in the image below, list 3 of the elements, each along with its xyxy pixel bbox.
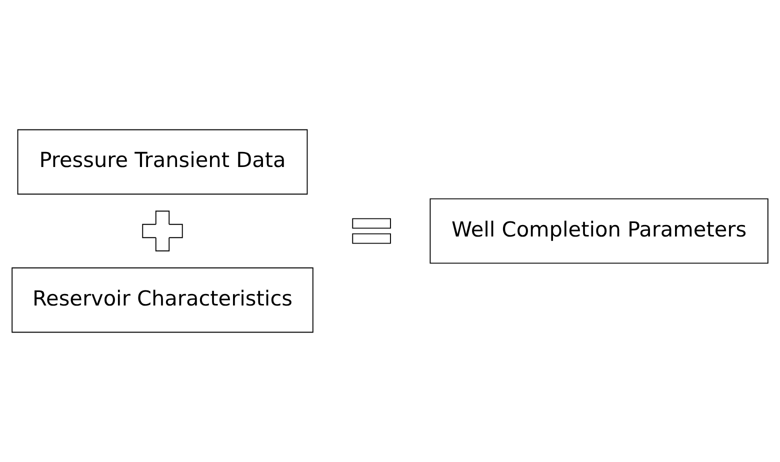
node-box: Reservoir Characteristics [12,267,314,333]
node-box: Well Completion Parameters [430,198,768,264]
node-box: Pressure Transient Data [17,129,308,195]
